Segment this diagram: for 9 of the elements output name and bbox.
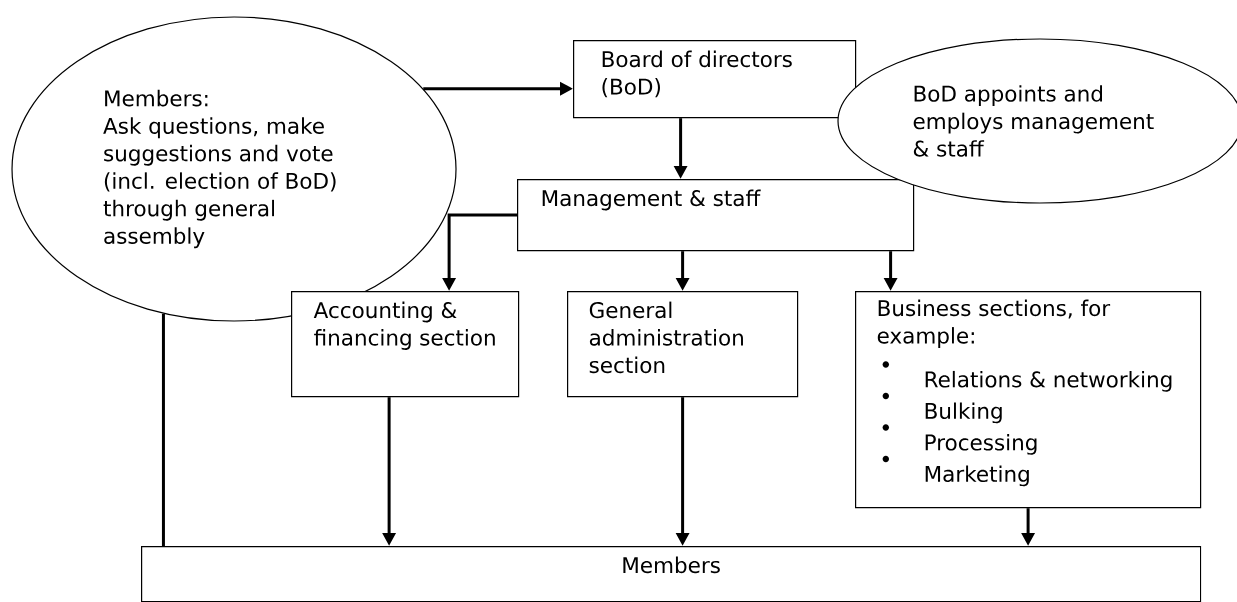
box: Board of directors (BoD)	[573, 40, 857, 119]
box: Members	[141, 546, 1202, 602]
box: General administration section	[567, 291, 799, 398]
box: Management & staff	[517, 179, 915, 252]
box: Business sections, for example: Relations & networking Bulking Processing Marketing	[855, 291, 1202, 509]
box: Accounting & financing section	[291, 291, 520, 398]
connector-line	[161, 313, 165, 546]
ellipse-bubble: BoD appoints and employs management & staff	[837, 38, 1237, 204]
node-label: BoD appoints and employs management & staff	[913, 85, 1154, 157]
